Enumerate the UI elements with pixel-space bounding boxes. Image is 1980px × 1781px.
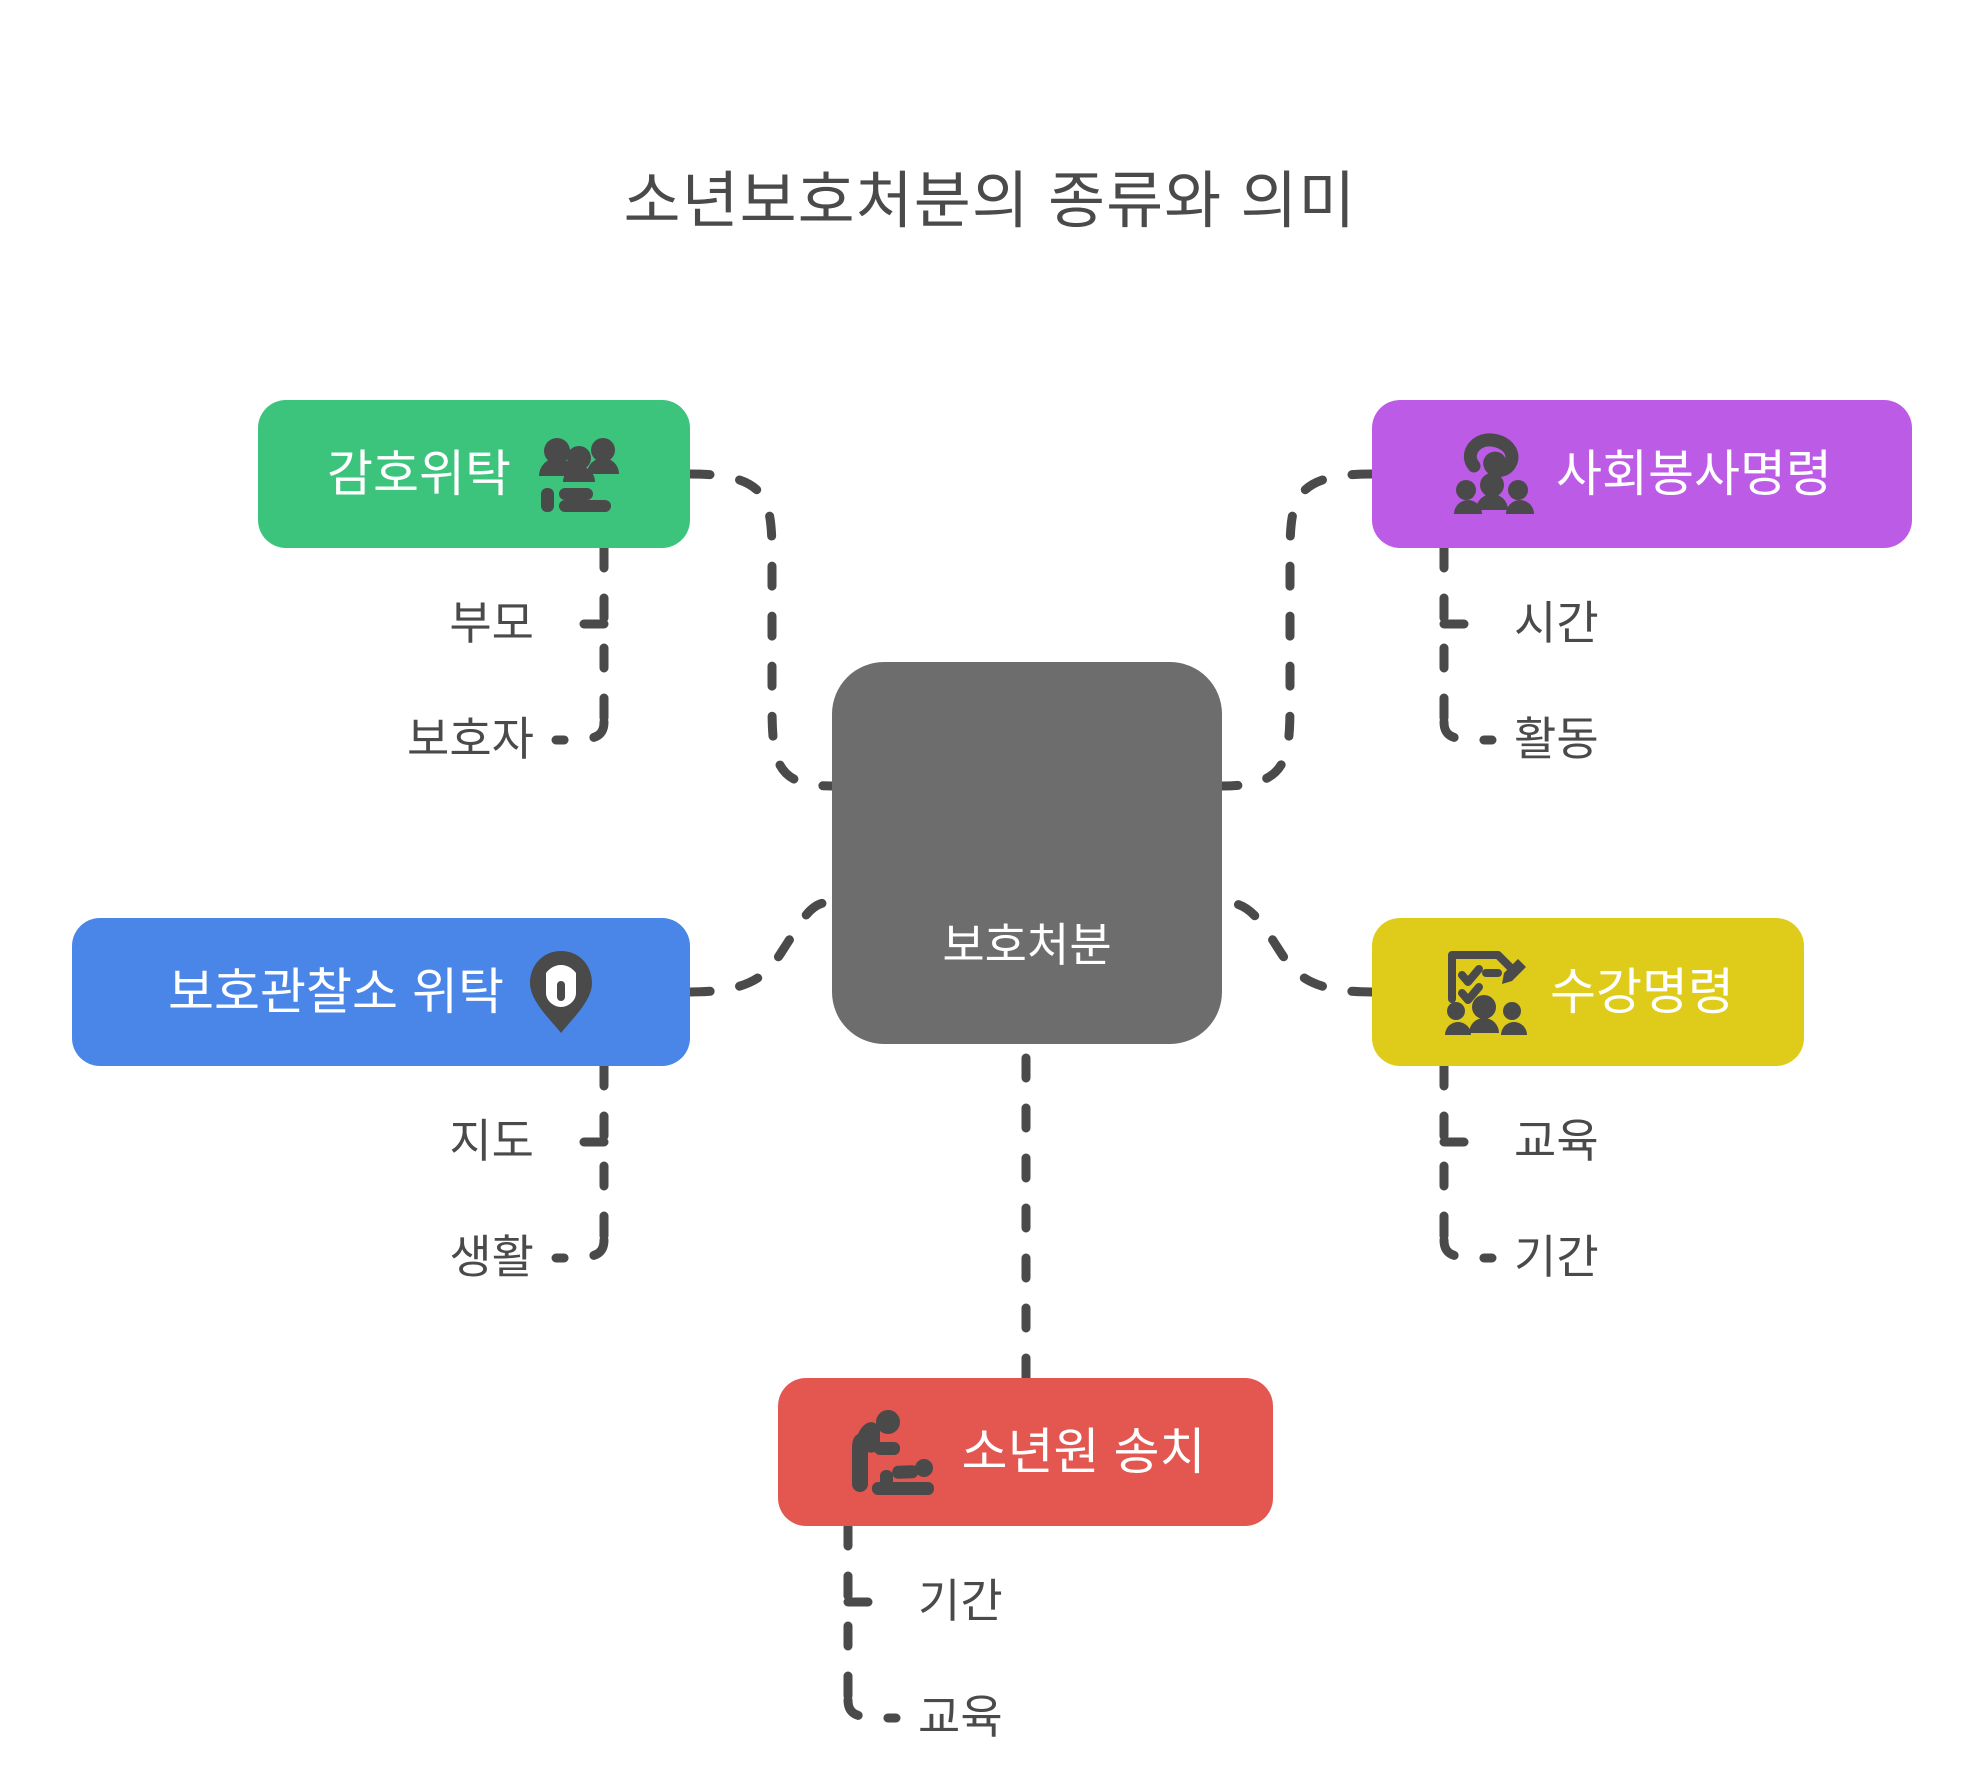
sublabel-yellow-1: 교육 bbox=[1514, 1115, 1599, 1167]
family-group-icon bbox=[535, 434, 621, 514]
edge-yellow-child-2 bbox=[1439, 1235, 1497, 1263]
branch-node-purple-label: 사회봉사명령 bbox=[1556, 446, 1832, 502]
branch-node-blue-label: 보호관찰소 위탁 bbox=[168, 964, 504, 1020]
edge-green-child-2 bbox=[551, 717, 609, 745]
edge-blue-to-center bbox=[685, 897, 837, 997]
edge-yellow-to-center bbox=[1217, 897, 1377, 997]
edge-red-child-2 bbox=[843, 1695, 901, 1723]
care-worker-icon bbox=[846, 1408, 936, 1496]
edge-blue-child-2 bbox=[551, 1235, 609, 1263]
checklist-class-icon bbox=[1442, 947, 1528, 1037]
branch-node-green-label: 감호위탁 bbox=[327, 446, 511, 502]
sublabel-purple-1: 시간 bbox=[1514, 597, 1599, 649]
volunteer-hands-icon bbox=[1452, 432, 1534, 516]
branch-node-red[interactable]: 소년원 송치 bbox=[778, 1378, 1273, 1526]
sublabel-blue-2: 생활 bbox=[449, 1231, 534, 1283]
center-node-label: 보호처분 bbox=[942, 919, 1112, 971]
location-badge-icon bbox=[528, 949, 594, 1035]
branch-node-yellow-label: 수강명령 bbox=[1550, 964, 1734, 1020]
branch-node-red-label: 소년원 송치 bbox=[961, 1424, 1206, 1480]
page-title: 소년보호처분의 종류와 의미 bbox=[623, 167, 1357, 236]
edge-purple-to-center bbox=[1217, 469, 1377, 791]
edge-green-to-center bbox=[685, 469, 837, 791]
sublabel-red-2: 교육 bbox=[918, 1691, 1003, 1743]
sublabel-purple-2: 활동 bbox=[1514, 713, 1599, 765]
sublabel-green-1: 부모 bbox=[449, 597, 534, 649]
center-node[interactable]: 보호처분 bbox=[832, 662, 1222, 1044]
edge-purple-child-2 bbox=[1439, 717, 1497, 745]
sublabel-yellow-2: 기간 bbox=[1514, 1231, 1599, 1283]
sublabel-green-2: 보호자 bbox=[407, 713, 534, 765]
branch-node-green[interactable]: 감호위탁 bbox=[258, 400, 690, 548]
sublabel-red-1: 기간 bbox=[918, 1575, 1003, 1627]
branch-node-purple[interactable]: 사회봉사명령 bbox=[1372, 400, 1912, 548]
branch-node-blue[interactable]: 보호관찰소 위탁 bbox=[72, 918, 690, 1066]
sublabel-blue-1: 지도 bbox=[449, 1115, 534, 1167]
branch-node-yellow[interactable]: 수강명령 bbox=[1372, 918, 1804, 1066]
